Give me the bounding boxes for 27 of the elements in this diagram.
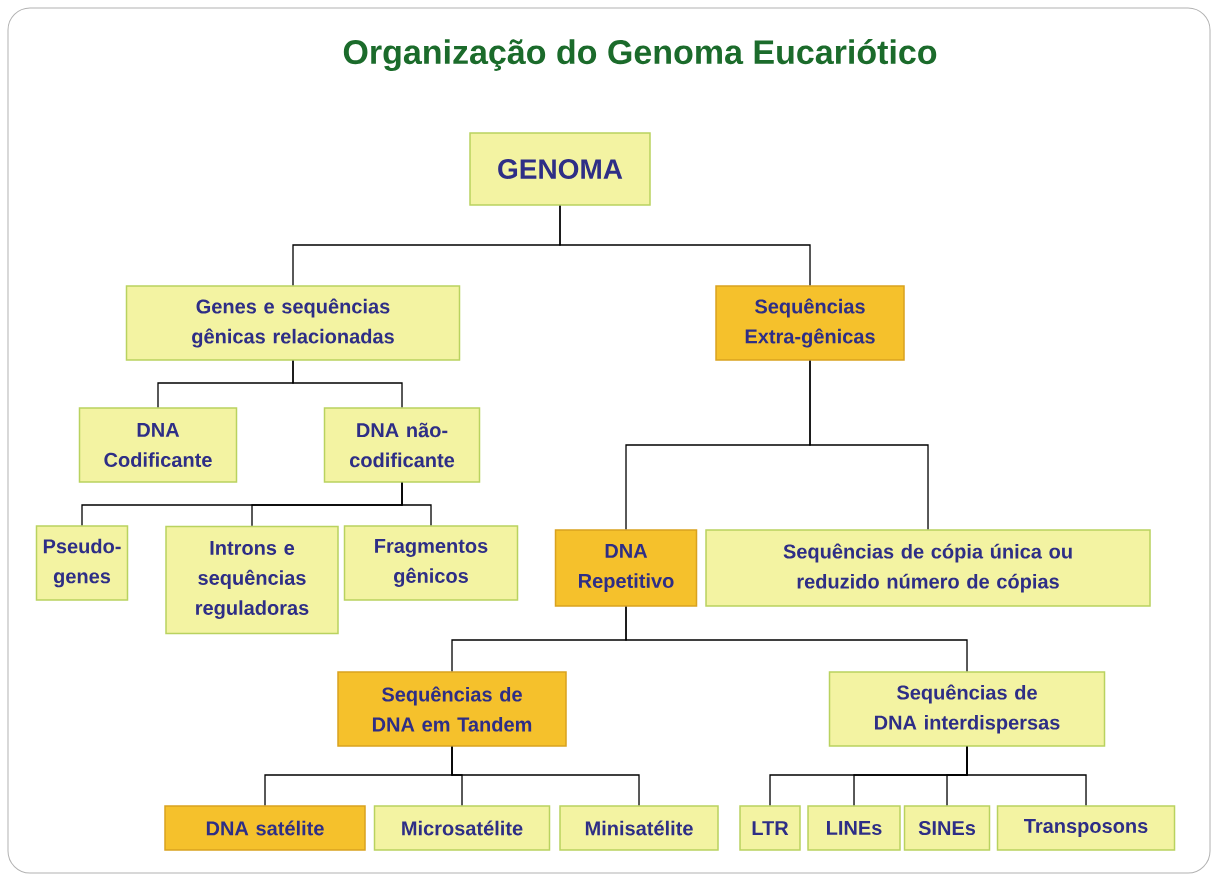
highlighted-box: Sequências de DNA em Tandem — [337, 671, 567, 747]
connector-line — [292, 360, 403, 408]
category-box: Microsatélite — [373, 805, 551, 851]
category-box: Sequências de cópia única ou reduzido número de cópias — [705, 529, 1151, 607]
connector-line — [809, 360, 929, 530]
connector-line — [401, 482, 432, 526]
connector-line — [451, 746, 640, 806]
category-box: DNA Codificante — [78, 407, 238, 483]
category-box: DNA não-codificante — [323, 407, 481, 483]
highlighted-box: Sequências Extra-gênicas — [715, 285, 905, 361]
category-box: Transposons — [996, 805, 1176, 851]
connector-line — [966, 746, 1087, 806]
title: Organização do Genoma Eucariótico — [343, 38, 937, 72]
highlighted-box: DNA satélite — [164, 805, 366, 851]
category-box: Minisatélite — [559, 805, 719, 851]
category-box: SINEs — [903, 805, 991, 851]
connector-line — [559, 205, 811, 286]
category-box: Pseudo-genes — [35, 525, 129, 601]
connector-line — [625, 606, 968, 672]
category-box: LINEs — [807, 805, 901, 851]
category-box: LTR — [739, 805, 801, 851]
category-box: Introns e sequências reguladoras — [165, 525, 339, 635]
category-box: Genes e sequências gênicas relacionadas — [125, 285, 461, 361]
highlighted-box: DNA Repetitivo — [554, 529, 698, 607]
category-box: Sequências de DNA interdispersas — [828, 671, 1106, 747]
category-box: Fragmentos gênicos — [343, 525, 519, 601]
category-box: GENOMA — [469, 132, 651, 206]
